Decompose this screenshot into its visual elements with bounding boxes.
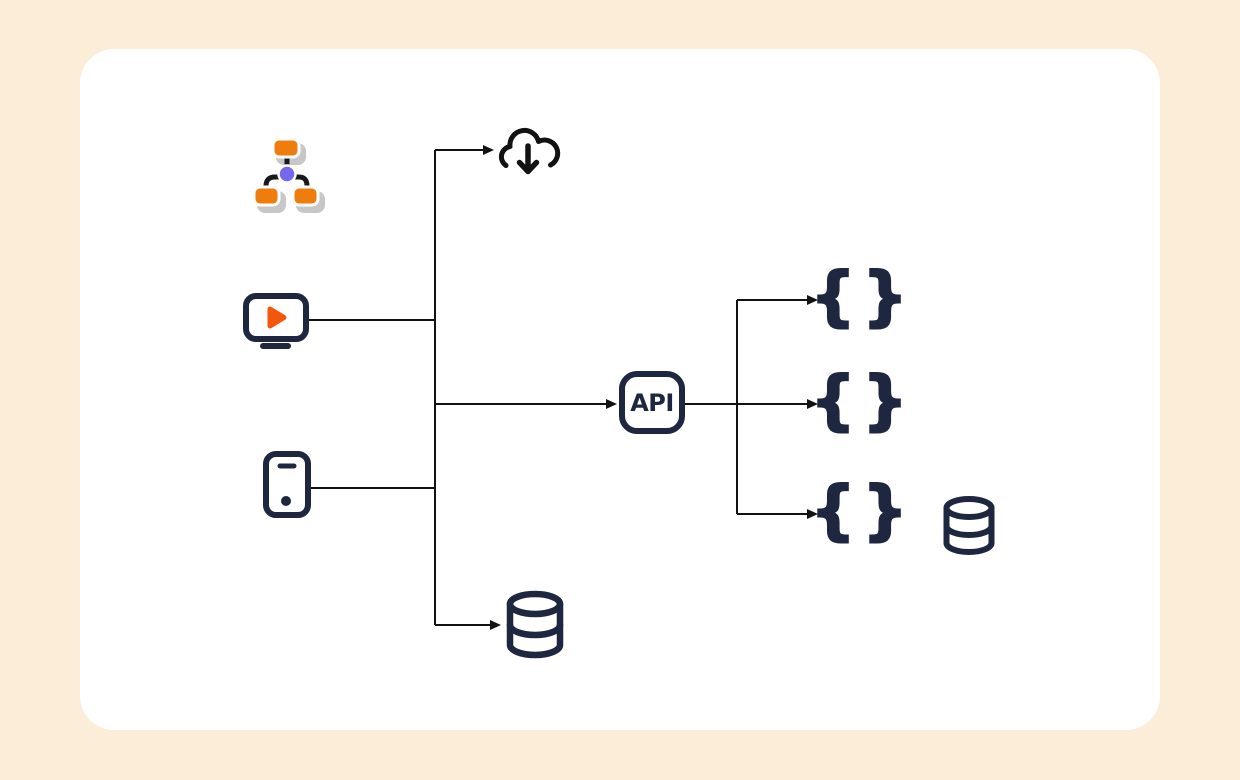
- api-box-icon: API: [619, 371, 685, 434]
- video-player-icon: [243, 293, 309, 349]
- smartphone-icon: [263, 451, 311, 518]
- brace-right: }: [862, 364, 908, 438]
- api-label: API: [630, 389, 674, 417]
- brace-left: {: [810, 364, 856, 438]
- json-braces-icon-bottom: { }: [809, 473, 909, 549]
- database-icon-bottom: [506, 590, 564, 659]
- download-arrow-icon: [516, 143, 540, 175]
- brace-left: {: [810, 260, 856, 334]
- json-braces-icon-middle: { }: [809, 363, 909, 439]
- sitemap-icon: [252, 137, 325, 213]
- database-icon-right: [943, 496, 995, 555]
- json-braces-icon-top: { }: [809, 259, 909, 335]
- brace-left: {: [810, 474, 856, 548]
- brace-right: }: [862, 474, 908, 548]
- brace-right: }: [862, 260, 908, 334]
- cloud-download-icon: [498, 127, 561, 175]
- edges: [309, 145, 818, 630]
- play-icon: [267, 306, 287, 329]
